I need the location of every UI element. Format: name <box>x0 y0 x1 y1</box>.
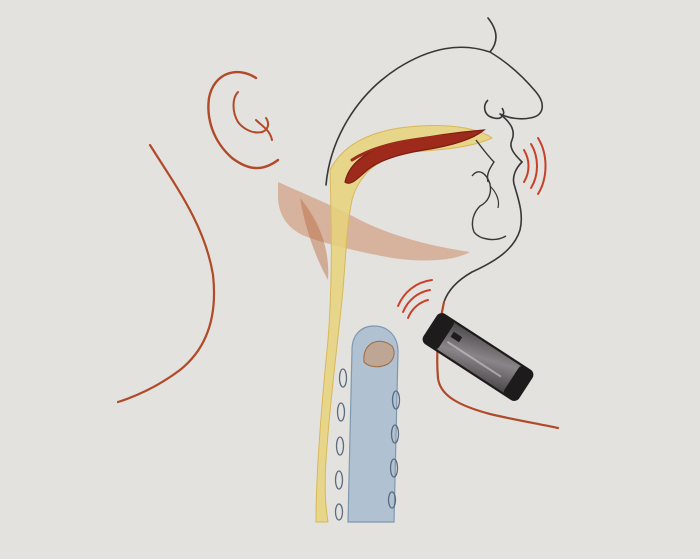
tracheal-rings-right <box>387 390 401 509</box>
neck-back-outline <box>116 143 216 404</box>
electrolarynx-device <box>422 313 534 401</box>
trachea <box>347 325 399 523</box>
airway <box>315 125 493 523</box>
nostril <box>483 99 505 120</box>
device-button <box>450 331 463 343</box>
tracheal-rings-left <box>334 368 348 521</box>
head-outline <box>325 17 543 303</box>
sound-waves-neck <box>397 279 433 319</box>
palate <box>350 132 470 162</box>
throat-shading <box>300 198 329 280</box>
ear <box>207 70 280 170</box>
sound-waves-mouth <box>523 137 547 195</box>
jaw-shading <box>278 182 470 261</box>
stoma <box>363 340 395 368</box>
mouth <box>471 139 507 241</box>
